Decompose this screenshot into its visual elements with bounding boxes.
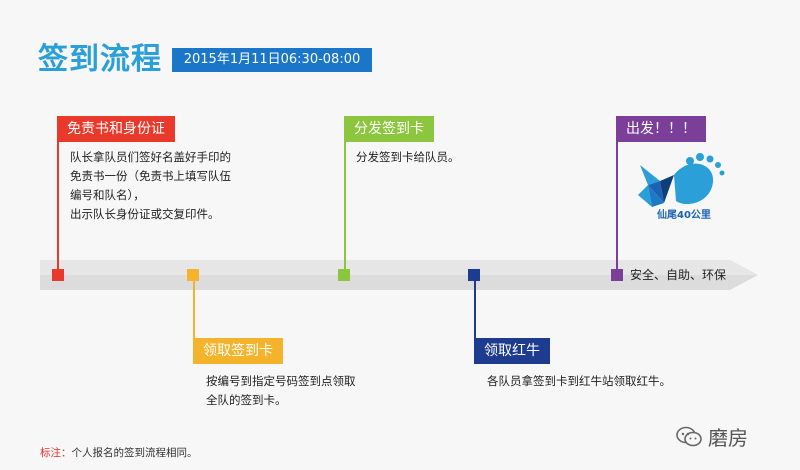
step-3-marker xyxy=(338,269,350,281)
step-3-connector xyxy=(344,116,346,271)
step-2-desc-line: 全队的签到卡。 xyxy=(206,393,287,407)
logo-text: 仙尾40公里 xyxy=(657,210,711,221)
watermark-text: 磨房 xyxy=(708,426,748,450)
step-1-desc-line: 队长拿队员们签好名盖好手印的 xyxy=(70,150,231,164)
page-title: 签到流程 xyxy=(38,42,162,77)
step-1-connector xyxy=(57,116,59,271)
step-5-connector xyxy=(616,116,618,271)
step-1-desc: 队长拿队员们签好名盖好手印的 免责书一份（免责书上填写队伍 编号和队名）， 出示… xyxy=(70,148,280,224)
step-2-desc: 按编号到指定号码签到点领取 全队的签到卡。 xyxy=(206,372,426,410)
end-text: 安全、自助、环保 xyxy=(630,268,727,282)
step-2-marker xyxy=(187,269,199,281)
footnote-prefix: 标注： xyxy=(40,447,72,459)
step-4-connector xyxy=(474,272,476,364)
step-4-label: 领取红牛 xyxy=(474,338,550,364)
step-4-marker xyxy=(468,269,480,281)
step-3-desc-line: 分发签到卡给队员。 xyxy=(356,150,460,164)
step-1-desc-line: 编号和队名）， xyxy=(70,188,145,202)
step-3-label: 分发签到卡 xyxy=(344,116,434,142)
footnote-text: 个人报名的签到流程相同。 xyxy=(71,447,198,459)
step-2-connector xyxy=(193,272,195,364)
step-1-desc-line: 免责书一份（免责书上填写队伍 xyxy=(70,169,231,183)
step-1-desc-line: 出示队长身份证或交复印件。 xyxy=(70,207,220,221)
step-4-desc: 各队员拿签到卡到红牛站领取红牛。 xyxy=(487,372,727,391)
event-logo xyxy=(634,145,726,225)
wechat-icon xyxy=(676,426,702,453)
date-badge: 2015年1月11日06:30-08:00 xyxy=(172,48,372,72)
step-2-desc-line: 按编号到指定号码签到点领取 xyxy=(206,374,356,388)
step-1-marker xyxy=(52,269,64,281)
footnote: 标注：个人报名的签到流程相同。 xyxy=(40,445,198,460)
watermark: 磨房 xyxy=(676,422,748,453)
step-4-desc-line: 各队员拿签到卡到红牛站领取红牛。 xyxy=(487,374,671,388)
step-5-label: 出发！！！ xyxy=(616,116,706,142)
step-2-label: 领取签到卡 xyxy=(193,338,283,364)
step-5-marker xyxy=(611,269,623,281)
step-3-desc: 分发签到卡给队员。 xyxy=(356,148,556,167)
step-1-label: 免责书和身份证 xyxy=(57,116,175,142)
timeline-arrow xyxy=(40,258,760,292)
